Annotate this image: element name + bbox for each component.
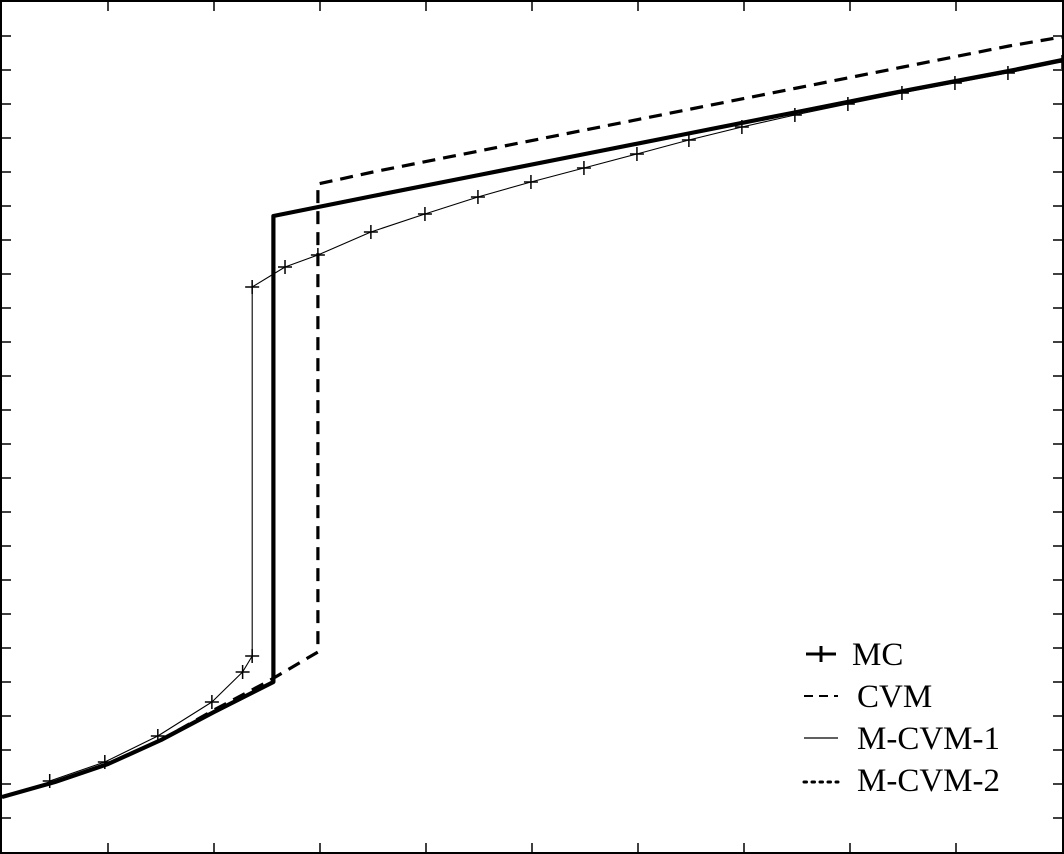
data-point-mc xyxy=(1055,55,1064,69)
series-mc xyxy=(42,55,1064,788)
legend-mc-label: MC xyxy=(852,637,903,673)
data-point-mc xyxy=(235,665,250,679)
legend-cvm-label: CVM xyxy=(857,679,932,715)
legend: MC CVM M-CVM-1 M-CVM-2 xyxy=(802,637,1000,799)
legend-item-mc: MC xyxy=(806,637,903,673)
series-cvm xyxy=(1,35,1063,799)
data-point-mc xyxy=(278,260,293,274)
data-point-mc xyxy=(894,86,909,100)
data-point-mc xyxy=(840,97,855,111)
data-point-mc xyxy=(681,133,696,147)
data-point-mc xyxy=(470,190,485,204)
series-line-m-cvm-2 xyxy=(1,59,1063,798)
data-point-mc xyxy=(734,120,749,134)
data-point-mc xyxy=(363,225,378,239)
data-point-mc xyxy=(204,695,219,709)
data-point-mc xyxy=(787,108,802,122)
series-layer xyxy=(1,35,1064,800)
data-point-mc xyxy=(97,755,112,769)
legend-item-m-cvm-2: M-CVM-2 xyxy=(802,763,1000,799)
data-point-mc xyxy=(245,280,260,294)
data-point-mc xyxy=(245,649,260,663)
legend-item-m-cvm-1: M-CVM-1 xyxy=(804,721,1000,757)
legend-m-cvm-1-label: M-CVM-1 xyxy=(857,721,1000,757)
data-point-mc xyxy=(523,175,538,189)
legend-item-cvm: CVM xyxy=(804,679,932,715)
data-point-mc xyxy=(150,729,165,743)
series-m-cvm-2 xyxy=(1,59,1063,798)
data-point-mc xyxy=(1000,66,1015,80)
data-point-mc xyxy=(629,147,644,161)
data-point-mc xyxy=(417,207,432,221)
legend-m-cvm-2-label: M-CVM-2 xyxy=(857,763,1000,799)
data-point-mc xyxy=(576,161,591,175)
data-point-mc xyxy=(42,774,57,788)
series-line-cvm xyxy=(1,35,1063,799)
data-point-mc xyxy=(947,76,962,90)
data-point-mc xyxy=(310,248,325,262)
